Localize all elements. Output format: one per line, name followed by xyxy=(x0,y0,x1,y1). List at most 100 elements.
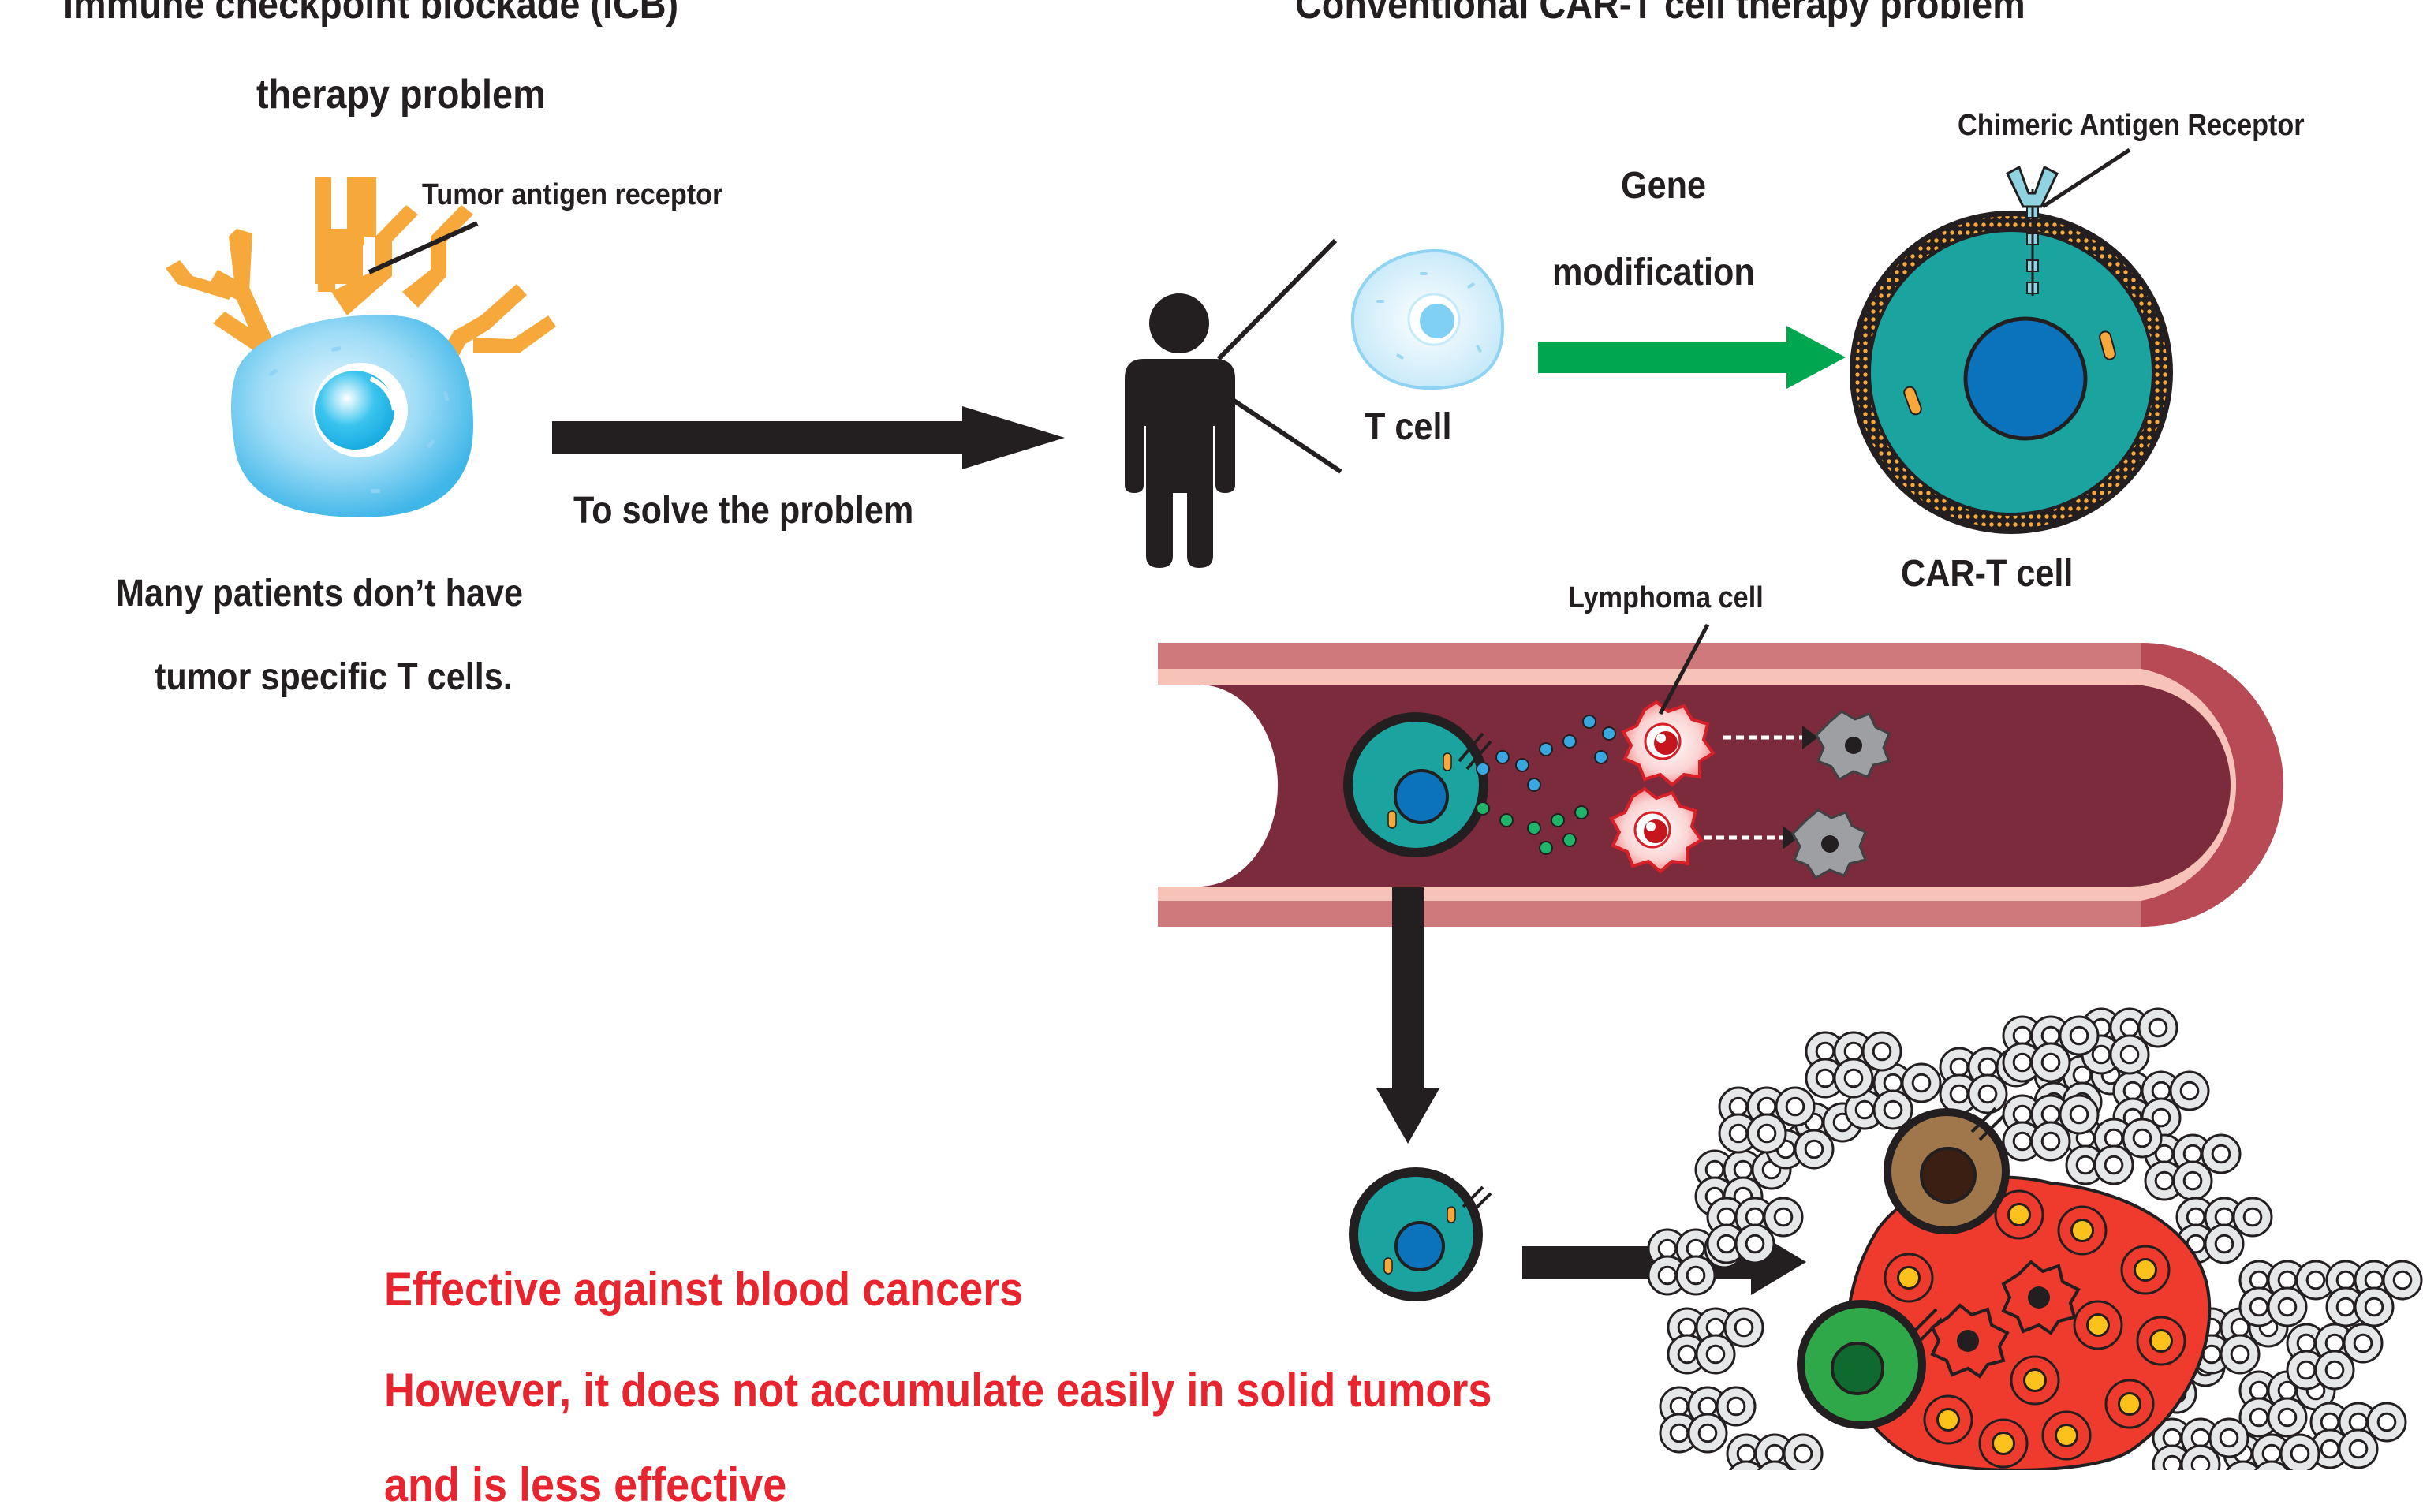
tumor-red-cell xyxy=(2104,1379,2155,1429)
tumor-gray-cell xyxy=(2201,1133,2242,1174)
conclusion-line2: However, it does not accumulate easily i… xyxy=(384,1364,1492,1417)
tumor-gray-cell xyxy=(2343,1323,2384,1364)
gene-label-line1: Gene xyxy=(1621,165,1707,207)
problem-line1: Many patients don’t have xyxy=(116,573,524,614)
t-cell-icon xyxy=(1350,248,1505,390)
tumor-gray-cell xyxy=(2366,1402,2407,1443)
tumor-red-cell xyxy=(1978,1418,2029,1469)
tumor-gray-cell xyxy=(2254,1460,2289,1470)
tumor-gray-cell xyxy=(2238,1286,2279,1327)
blood-vessel-icon xyxy=(1158,643,2283,927)
down-arrow xyxy=(1376,887,1439,1144)
lymphoma-label: Lymphoma cell xyxy=(1568,581,1764,614)
tumor-gray-cell xyxy=(1716,1386,1757,1427)
tumor-gray-cell xyxy=(2314,1350,2355,1391)
tumor-gray-cell xyxy=(1723,1307,1764,1348)
cart-title: Conventional CAR-T cell therapy problem xyxy=(1295,0,2025,28)
kill-arrows xyxy=(1704,726,1818,849)
lymphoma-cell-icon xyxy=(1621,700,1716,787)
tumor-gray-cell xyxy=(1687,1413,1728,1454)
tumor-gray-cell xyxy=(2295,1260,2336,1301)
tumor-gray-cell xyxy=(1729,1460,1764,1470)
person-callout-line-bottom xyxy=(1229,396,1342,474)
tumor-gray-cell xyxy=(2267,1397,2308,1438)
solve-arrow xyxy=(552,406,1065,469)
tumor-gray-cell xyxy=(2267,1286,2308,1327)
conclusion-line3: and is less effective xyxy=(384,1458,787,1511)
tumor-gray-cell xyxy=(1647,1255,1688,1296)
cytokine-dots xyxy=(1476,715,1616,855)
car-t-cell-small xyxy=(1349,1167,1492,1301)
tumor-gray-cell xyxy=(1872,1089,1913,1130)
gene-modification-arrow xyxy=(1538,326,1846,389)
problem-line2: tumor specific T cells. xyxy=(155,656,513,698)
tumor-gray-cell xyxy=(2238,1397,2279,1438)
tumor-gray-cell xyxy=(2279,1433,2320,1470)
tumor-gray-cell xyxy=(2137,1007,2178,1048)
tumor-gray-cell xyxy=(2122,1118,2163,1159)
tumor-gray-cell xyxy=(2338,1428,2379,1469)
tumor-gray-cell xyxy=(2286,1350,2327,1391)
icb-title-line2: therapy problem xyxy=(256,72,546,118)
tumor-gray-cell xyxy=(1746,1113,1787,1154)
person-callout-line-top xyxy=(1216,238,1338,361)
tumor-gray-cell xyxy=(2093,1144,2134,1185)
tumor-red-cell xyxy=(2136,1316,2186,1366)
tumor-cell-icon xyxy=(166,177,556,517)
tumor-gray-cell xyxy=(2030,1042,2071,1083)
tumor-red-cell xyxy=(2010,1355,2060,1406)
tumor-red-cell xyxy=(1884,1253,1934,1303)
car-receptor-label: Chimeric Antigen Receptor xyxy=(1958,109,2305,142)
car-t-cell-in-vessel xyxy=(1343,712,1492,857)
dead-cell-icon xyxy=(1791,808,1868,880)
tumor-red-cell xyxy=(1923,1394,1973,1445)
solid-tumor-icon xyxy=(1647,1007,2423,1470)
tumor-gray-cell xyxy=(2180,1444,2221,1470)
tumor-gray-cell xyxy=(2354,1286,2395,1327)
tumor-gray-cell xyxy=(1695,1334,1736,1375)
receptor-label: Tumor antigen receptor xyxy=(422,178,723,211)
lymphoma-cell-icon xyxy=(1609,786,1704,874)
tumor-red-cell xyxy=(1994,1189,2044,1240)
tumor-gray-cell xyxy=(1775,1086,1816,1127)
dead-cell-icon xyxy=(1815,710,1891,782)
tumor-gray-cell xyxy=(2204,1223,2245,1264)
car-receptor-pointer-line xyxy=(2041,147,2131,209)
tumor-gray-cell xyxy=(2169,1070,2210,1111)
tumor-gray-cell xyxy=(1763,1197,1804,1238)
tumor-gray-cell xyxy=(2109,1034,2150,1075)
lymphoma-pointer-line xyxy=(1658,623,1710,715)
gene-label-line2: modification xyxy=(1552,252,1755,293)
tumor-gray-cell xyxy=(1967,1073,2008,1114)
tumor-gray-cell xyxy=(2226,1460,2261,1470)
tumor-gray-cell xyxy=(2030,1121,2071,1162)
tumor-gray-cell xyxy=(2208,1417,2249,1458)
tumor-gray-cell xyxy=(1754,1433,1795,1470)
tumor-gray-cell xyxy=(1783,1433,1824,1470)
solve-arrow-label: To solve the problem xyxy=(573,490,914,532)
tumor-gray-cell xyxy=(2059,1015,2100,1056)
receptor-pointer-line xyxy=(368,221,479,274)
car-t-cell-icon xyxy=(1850,165,2173,534)
tumor-gray-cell xyxy=(1718,1113,1759,1154)
tumor-gray-cell xyxy=(1706,1223,1747,1264)
tumor-red-cell xyxy=(2120,1245,2171,1295)
cart-cell-label: CAR-T cell xyxy=(1901,553,2074,595)
tumor-red-cell xyxy=(2073,1300,2123,1350)
tumor-red-cell xyxy=(2057,1205,2108,1256)
person-icon xyxy=(1125,293,1235,568)
tumor-gray-cell xyxy=(1861,1031,1902,1072)
tumor-red-cell xyxy=(2041,1410,2092,1461)
conclusion-line1: Effective against blood cancers xyxy=(384,1263,1024,1316)
tumor-gray-cell xyxy=(2059,1094,2100,1135)
tumor-gray-cell xyxy=(2382,1260,2423,1301)
tumor-gray-cell xyxy=(1675,1255,1716,1296)
tumor-gray-cell xyxy=(1734,1223,1775,1264)
tumor-gray-cell xyxy=(1833,1058,1874,1099)
tumor-gray-cell xyxy=(1757,1460,1792,1470)
tumor-gray-cell xyxy=(2172,1160,2213,1201)
tumor-gray-cell xyxy=(2232,1197,2273,1238)
tumor-gray-cell xyxy=(1901,1062,1942,1103)
diagram-canvas xyxy=(166,147,2423,1470)
tumor-gray-cell xyxy=(2002,1042,2043,1083)
